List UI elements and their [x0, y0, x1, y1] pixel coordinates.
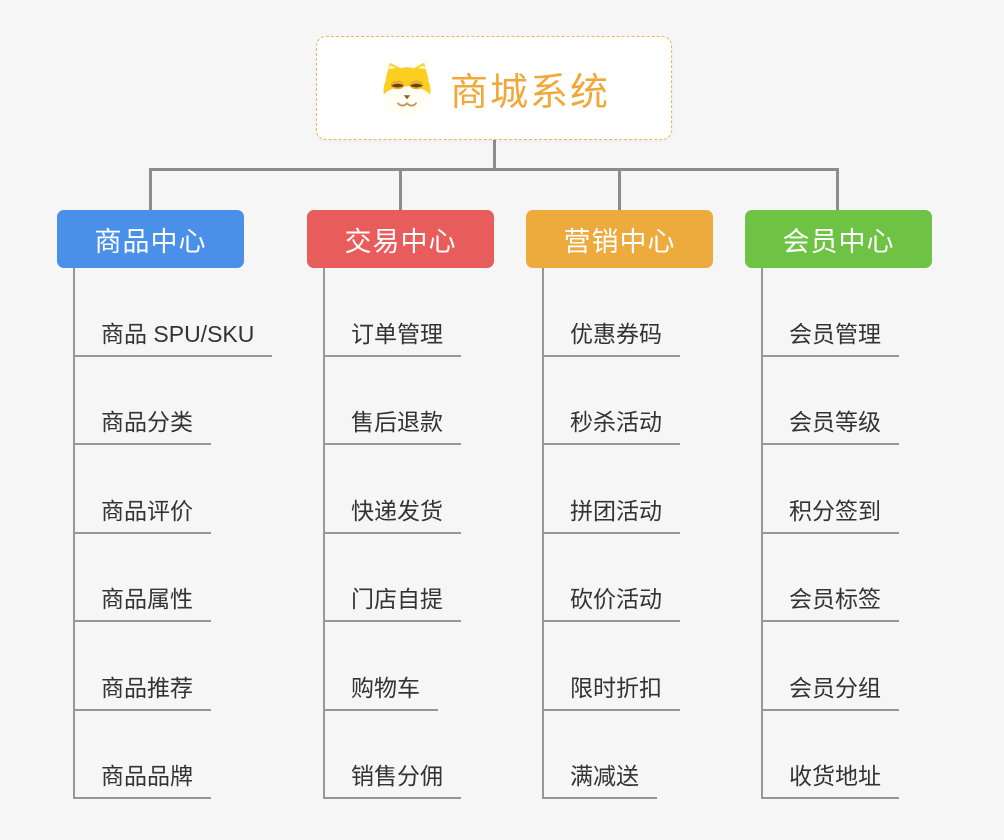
- branch-node-product-center[interactable]: 商品中心: [57, 210, 244, 268]
- branch-node-member-center[interactable]: 会员中心: [745, 210, 932, 268]
- child-node[interactable]: 砍价活动: [542, 534, 680, 622]
- child-node[interactable]: 优惠券码: [542, 268, 680, 357]
- child-node[interactable]: 商品 SPU/SKU: [73, 268, 273, 357]
- connector-spine: [150, 168, 839, 171]
- child-node[interactable]: 满减送: [542, 711, 680, 799]
- branch-node-trade-center[interactable]: 交易中心: [307, 210, 494, 268]
- root-title: 商城系统: [449, 71, 610, 114]
- child-node[interactable]: 收货地址: [761, 711, 899, 799]
- branch-vertical-line: [761, 268, 763, 799]
- child-node[interactable]: 秒杀活动: [542, 357, 680, 445]
- child-node[interactable]: 订单管理: [323, 268, 461, 357]
- child-node[interactable]: 会员分组: [761, 622, 899, 711]
- child-node[interactable]: 会员等级: [761, 357, 899, 445]
- child-node[interactable]: 会员管理: [761, 268, 899, 357]
- connector-drop-3: [618, 168, 621, 210]
- root-node-mall-system[interactable]: 商城系统: [316, 36, 672, 140]
- branch-children-trade-center: 订单管理 售后退款 快递发货 门店自提 购物车 销售分佣: [323, 268, 461, 799]
- branch-label: 会员中心: [782, 226, 895, 257]
- child-node[interactable]: 商品属性: [73, 534, 272, 622]
- dog-face-icon: [383, 62, 431, 116]
- child-node[interactable]: 商品分类: [73, 357, 272, 445]
- connector-drop-1: [149, 168, 152, 210]
- child-node[interactable]: 会员标签: [761, 534, 899, 622]
- branch-children-marketing-center: 优惠券码 秒杀活动 拼团活动 砍价活动 限时折扣 满减送: [542, 268, 680, 799]
- branch-children-member-center: 会员管理 会员等级 积分签到 会员标签 会员分组 收货地址: [761, 268, 899, 799]
- child-node[interactable]: 商品推荐: [73, 622, 272, 711]
- connector-drop-4: [836, 168, 839, 210]
- child-node[interactable]: 门店自提: [323, 534, 461, 622]
- child-node[interactable]: 售后退款: [323, 357, 461, 445]
- child-node[interactable]: 限时折扣: [542, 622, 680, 711]
- branch-vertical-line: [542, 268, 544, 799]
- branch-label: 交易中心: [344, 226, 457, 257]
- connector-drop-2: [399, 168, 402, 210]
- branch-node-marketing-center[interactable]: 营销中心: [526, 210, 713, 268]
- child-node[interactable]: 拼团活动: [542, 445, 680, 534]
- branch-vertical-line: [73, 268, 75, 799]
- connector-root-stub: [493, 140, 496, 168]
- branch-label: 营销中心: [563, 226, 676, 257]
- branch-children-product-center: 商品 SPU/SKU 商品分类 商品评价 商品属性 商品推荐 商品品牌: [73, 268, 273, 799]
- child-node[interactable]: 商品评价: [73, 445, 272, 534]
- child-node[interactable]: 购物车: [323, 622, 461, 711]
- branch-vertical-line: [323, 268, 325, 799]
- child-node[interactable]: 销售分佣: [323, 711, 461, 799]
- child-node[interactable]: 快递发货: [323, 445, 461, 534]
- child-node[interactable]: 商品品牌: [73, 711, 272, 799]
- branch-label: 商品中心: [94, 226, 207, 257]
- child-node[interactable]: 积分签到: [761, 445, 899, 534]
